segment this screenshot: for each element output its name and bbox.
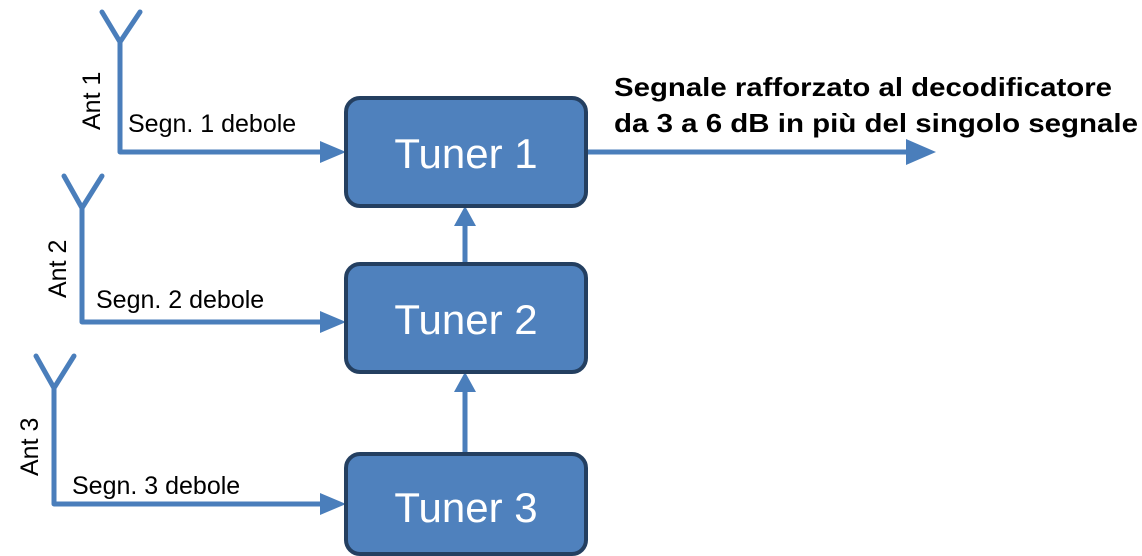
tuner-2-box — [344, 262, 588, 374]
antenna-1-arrowhead — [320, 141, 346, 163]
tuner2-to-tuner1-arrowhead — [454, 206, 476, 226]
output-arrow — [583, 139, 936, 165]
antenna-3-icon — [33, 353, 339, 507]
tuner3-to-tuner2-arrowhead — [454, 372, 476, 392]
tuner-3: Tuner 3 — [344, 452, 588, 556]
output-caption-line-1: Segnale rafforzato al decodificatore — [614, 72, 1112, 102]
antenna-3-signal-label: Segn. 3 debole — [72, 472, 240, 500]
tuner-2-label: Tuner 2 — [394, 296, 537, 343]
antenna-2-signal-label: Segn. 2 debole — [96, 286, 264, 314]
tuner-chain-arrows — [454, 206, 476, 457]
output-arrowhead — [906, 139, 936, 165]
antenna-2: Ant 2 Segn. 2 debole — [44, 173, 346, 333]
antenna-3-arrowhead — [320, 493, 346, 515]
antenna-2-label: Ant 2 — [44, 240, 72, 298]
tuner-1-box — [344, 96, 588, 208]
antenna-2-arrowhead — [320, 311, 346, 333]
output-caption: Segnale rafforzato al decodificatore da … — [614, 72, 1138, 138]
tuner-1-label: Tuner 1 — [394, 130, 537, 177]
antenna-2-icon — [61, 173, 339, 325]
antenna-1: Ant 1 Segn. 1 debole — [78, 9, 346, 163]
tuner-2: Tuner 2 — [344, 262, 588, 374]
antenna-1-icon — [99, 9, 339, 155]
antenna-1-label: Ant 1 — [78, 72, 106, 130]
output-caption-line-2: da 3 a 6 dB in più del singolo segnale — [614, 108, 1138, 138]
antenna-1-signal-label: Segn. 1 debole — [128, 110, 296, 138]
tuner-1: Tuner 1 — [344, 96, 588, 208]
tuner-3-box — [344, 452, 588, 556]
antenna-3: Ant 3 Segn. 3 debole — [16, 353, 346, 515]
antenna-3-label: Ant 3 — [16, 418, 44, 476]
tuner-3-label: Tuner 3 — [394, 484, 537, 531]
